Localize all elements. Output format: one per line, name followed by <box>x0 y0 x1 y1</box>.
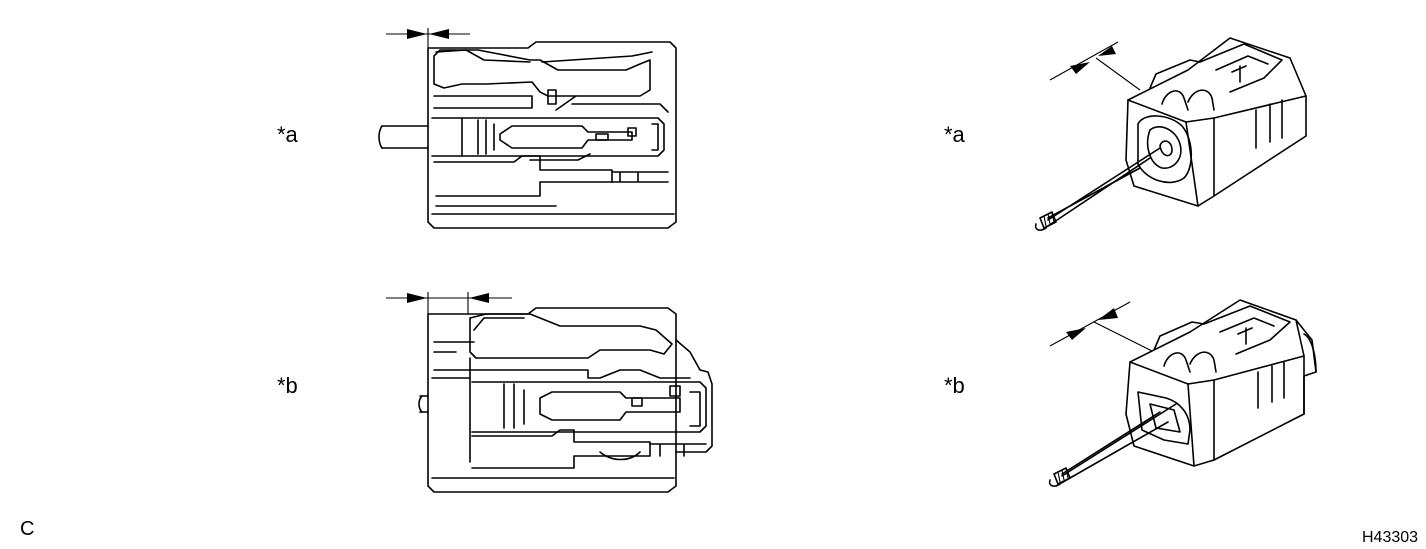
label-side-a: *a <box>277 122 298 147</box>
dimension-arrow-icon <box>1049 301 1163 357</box>
connector-side-view-a <box>378 28 677 229</box>
connector-side-view-b <box>386 292 713 493</box>
corner-letter: C <box>20 518 35 540</box>
dimension-arrow-icon <box>386 28 470 48</box>
label-perspective-b: *b <box>944 373 965 398</box>
figure-id: H43303 <box>1362 529 1419 546</box>
connector-perspective-view-b <box>1048 299 1317 487</box>
connector-perspective-view-a <box>1034 37 1307 231</box>
label-perspective-a: *a <box>944 122 965 147</box>
label-side-b: *b <box>277 373 298 398</box>
dimension-arrow-icon <box>1049 41 1141 91</box>
dimension-arrow-icon <box>386 292 512 314</box>
